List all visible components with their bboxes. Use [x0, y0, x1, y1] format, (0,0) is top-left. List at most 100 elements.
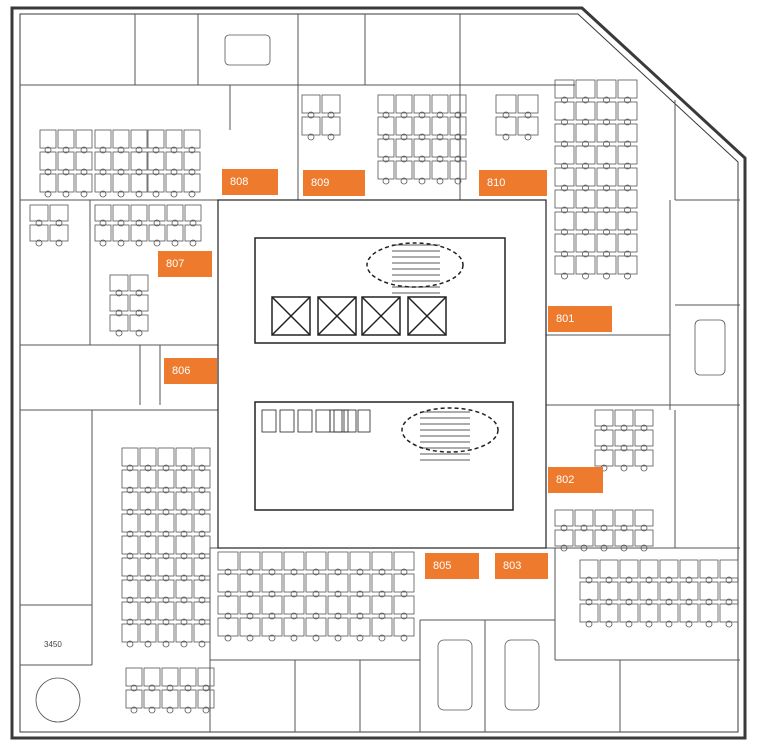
ws-806-desk	[139, 447, 157, 467]
ws-803-desk	[639, 559, 659, 579]
ws-807c-chair	[115, 329, 123, 337]
ws-803-chair	[645, 620, 653, 628]
ws-808c-chair	[188, 168, 196, 176]
ws-806-desk	[175, 535, 193, 555]
ws-809b-desk	[413, 160, 431, 180]
ws-809b-desk	[395, 116, 413, 136]
ws-808b-desk	[112, 151, 130, 171]
ws-805-desk	[349, 595, 371, 615]
ws-802a-chair	[560, 544, 568, 552]
furniture	[29, 34, 739, 723]
ws-805-desk	[217, 595, 239, 615]
ws-806-desk	[121, 491, 139, 511]
ws-802b-chair	[640, 444, 648, 452]
ws-802b-desk	[634, 429, 654, 447]
ws-805-desk	[261, 573, 283, 593]
ws-807c-chair	[135, 329, 143, 337]
ws-807a-desk	[49, 224, 69, 242]
ws-809b-desk	[413, 138, 431, 158]
ws-802b-desk	[614, 449, 634, 467]
ws-801-chair	[603, 184, 610, 192]
ws-807a-chair	[35, 219, 43, 227]
ws-809a-desk	[301, 94, 321, 114]
ws-801-chair	[582, 228, 589, 236]
ws-806b-chair	[148, 706, 156, 714]
ws-801-desk	[554, 79, 575, 99]
ws-809b-desk	[449, 138, 467, 158]
ws-802b-chair	[640, 424, 648, 432]
ws-801-desk	[617, 123, 638, 143]
ws-807c-chair	[135, 289, 143, 297]
ws-806-chair	[198, 596, 206, 604]
ws-805-chair	[356, 634, 364, 642]
ws-802b-desk	[634, 409, 654, 427]
ws-808b-desk	[130, 173, 148, 193]
ws-801-chair	[624, 140, 631, 148]
ws-801-chair	[603, 228, 610, 236]
ws-808c-desk	[165, 129, 183, 149]
outer-wall	[10, 6, 747, 740]
ws-808c-chair	[170, 146, 178, 154]
ws-806-desk	[121, 513, 139, 533]
ws-801-chair	[561, 206, 568, 214]
room-label-810: 810	[479, 170, 547, 196]
room-label-806: 806	[164, 358, 217, 384]
ws-809b-chair	[400, 177, 408, 185]
ws-805-chair	[290, 568, 298, 576]
ws-802a-desk	[614, 509, 634, 527]
ws-803-desk	[599, 603, 619, 623]
ws-801-chair	[561, 140, 568, 148]
ws-809b-chair	[382, 155, 390, 163]
ws-802b-chair	[640, 464, 648, 472]
ws-801-chair	[603, 272, 610, 280]
ws-803-desk	[699, 581, 719, 601]
ws-805-desk	[371, 595, 393, 615]
ws-806-chair	[144, 574, 152, 582]
ws-803-chair	[625, 620, 633, 628]
ws-801-chair	[561, 250, 568, 258]
ws-803-chair	[665, 598, 673, 606]
ws-806-chair	[198, 618, 206, 626]
ws-808a-desk	[39, 129, 57, 149]
ws-809b-desk	[449, 160, 467, 180]
ws-803-chair	[725, 576, 733, 584]
ws-809b-desk	[449, 116, 467, 136]
ws-808b-chair	[99, 168, 107, 176]
ws-807b-desk	[184, 204, 202, 222]
ws-803-desk	[619, 581, 639, 601]
ws-803-desk	[699, 559, 719, 579]
ws-806-chair	[126, 640, 134, 648]
ws-809b-chair	[400, 133, 408, 141]
ws-806-desk	[157, 469, 175, 489]
outer-wall-inner	[19, 13, 739, 733]
ws-801-chair	[624, 250, 631, 258]
ws-806-chair	[126, 530, 134, 538]
dimension-note: 3450	[44, 640, 62, 649]
ws-801-desk	[575, 167, 596, 187]
ws-806-chair	[144, 508, 152, 516]
ws-805-chair	[312, 634, 320, 642]
ws-805-desk	[327, 617, 349, 637]
ws-803-chair	[685, 598, 693, 606]
ws-808c-desk	[165, 173, 183, 193]
ws-805-chair	[400, 568, 408, 576]
ws-802a-chair	[640, 524, 648, 532]
ws-805-chair	[246, 634, 254, 642]
elevator-x-b-1	[271, 296, 311, 336]
ws-806-chair	[198, 552, 206, 560]
ws-806-chair	[180, 574, 188, 582]
ws-807c-desk	[109, 274, 129, 292]
ws-806-desk	[139, 557, 157, 577]
ws-803-desk	[719, 603, 739, 623]
ws-801-chair	[561, 96, 568, 104]
ws-801-chair	[582, 250, 589, 258]
meeting-table-b	[504, 639, 540, 711]
ws-810a-chair	[524, 133, 532, 141]
ws-806-desk	[175, 601, 193, 621]
ws-803-desk	[639, 581, 659, 601]
ws-809b-desk	[413, 116, 431, 136]
ws-808a-chair	[80, 146, 88, 154]
ws-807b-desk	[112, 204, 130, 222]
stair-upper-curve	[366, 242, 464, 288]
lounge-table	[35, 677, 81, 723]
